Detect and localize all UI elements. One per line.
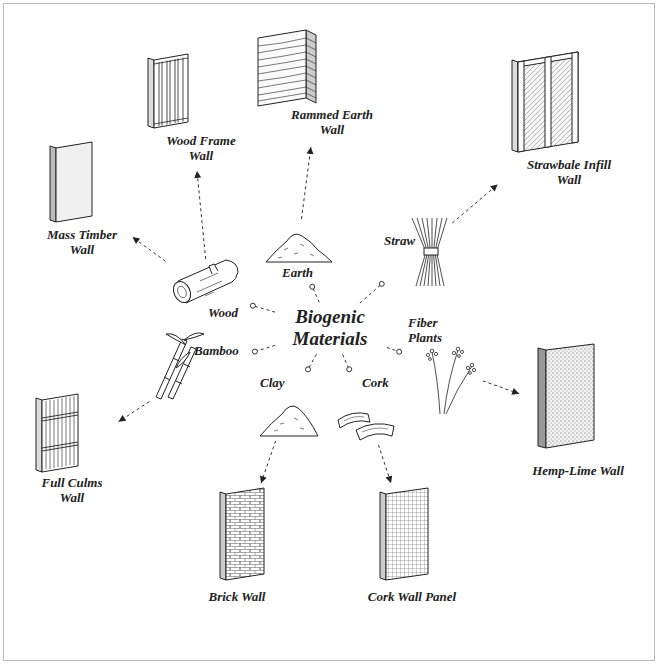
material-label: Earth (282, 266, 313, 281)
connector (119, 402, 150, 422)
material-node: Cork (334, 372, 398, 442)
cork-bark-icon (338, 413, 394, 440)
connector (250, 303, 275, 312)
straw-bundle-icon (412, 218, 447, 286)
frame-border (4, 4, 655, 661)
material-label: Wood (208, 306, 238, 321)
connector (360, 281, 384, 303)
connector (310, 284, 320, 302)
connector (260, 441, 276, 483)
center-title-text: Biogenic Materials (278, 306, 382, 350)
wall-caption: Wood Frame Wall (162, 134, 240, 164)
material-label: Clay (260, 376, 285, 391)
material-label: Fiber Plants (408, 316, 456, 346)
brick-wall-icon (220, 488, 264, 580)
material-label: Straw (384, 234, 415, 249)
connector-line (197, 171, 206, 259)
wall-caption: Rammed Earth Wall (280, 108, 384, 138)
wall-node: Cork Wall Panel (356, 486, 470, 614)
earth-pile-icon (266, 234, 332, 262)
connector-line (132, 237, 165, 261)
cork-wall-panel-icon (380, 488, 428, 580)
strawbale-infill-wall-icon (512, 52, 578, 152)
connector-line (301, 147, 310, 219)
log-icon (170, 260, 238, 305)
bamboo-icon (156, 333, 204, 399)
clay-pile-icon (260, 406, 318, 436)
wall-node: Wood Frame Wall (140, 52, 242, 168)
wall-node: Full Culms Wall (28, 392, 116, 512)
wall-node: Mass Timber Wall (36, 140, 130, 262)
wall-node: Brick Wall (192, 486, 284, 614)
connector (132, 237, 165, 261)
hemp-lime-wall-icon (538, 344, 594, 448)
connector (387, 347, 402, 354)
connector (452, 184, 497, 223)
connector-line (360, 284, 382, 303)
connector (305, 354, 316, 372)
wall-caption: Mass Timber Wall (36, 228, 128, 258)
wood-frame-wall-icon (148, 54, 188, 128)
connector-line (452, 184, 497, 223)
wall-caption: Hemp-Lime Wall (522, 464, 634, 479)
connector (194, 171, 205, 259)
center-title: Biogenic Materials (278, 305, 384, 352)
material-node: Fiber Plants (402, 316, 480, 416)
material-node: Straw (384, 214, 450, 292)
material-node: Clay (256, 372, 320, 438)
connector-line (483, 381, 519, 394)
wall-caption: Strawbale Infill Wall (514, 158, 624, 188)
material-label: Cork (362, 376, 389, 391)
wall-node: Hemp-Lime Wall (522, 340, 636, 490)
wall-caption: Brick Wall (192, 590, 282, 605)
connector (301, 147, 313, 219)
mass-timber-wall-icon (50, 142, 92, 222)
wall-caption: Cork Wall Panel (356, 590, 468, 605)
wall-caption: Full Culms Wall (32, 476, 112, 506)
wall-node: Rammed Earth Wall (250, 26, 388, 144)
full-culms-wall-icon (36, 394, 78, 472)
material-label: Bamboo (194, 344, 239, 359)
connector (343, 354, 352, 371)
material-node: Bamboo (150, 336, 252, 400)
rammed-earth-wall-icon (258, 30, 316, 106)
fiber-plant-icon (426, 347, 475, 414)
connector (378, 445, 392, 483)
connector-line (253, 306, 275, 312)
connector-line (255, 345, 275, 351)
connector-line (119, 402, 150, 422)
material-node: Wood (168, 262, 250, 324)
connector (483, 381, 519, 395)
connector (252, 345, 275, 354)
wall-node: Strawbale Infill Wall (500, 48, 640, 198)
material-node: Earth (262, 222, 332, 284)
